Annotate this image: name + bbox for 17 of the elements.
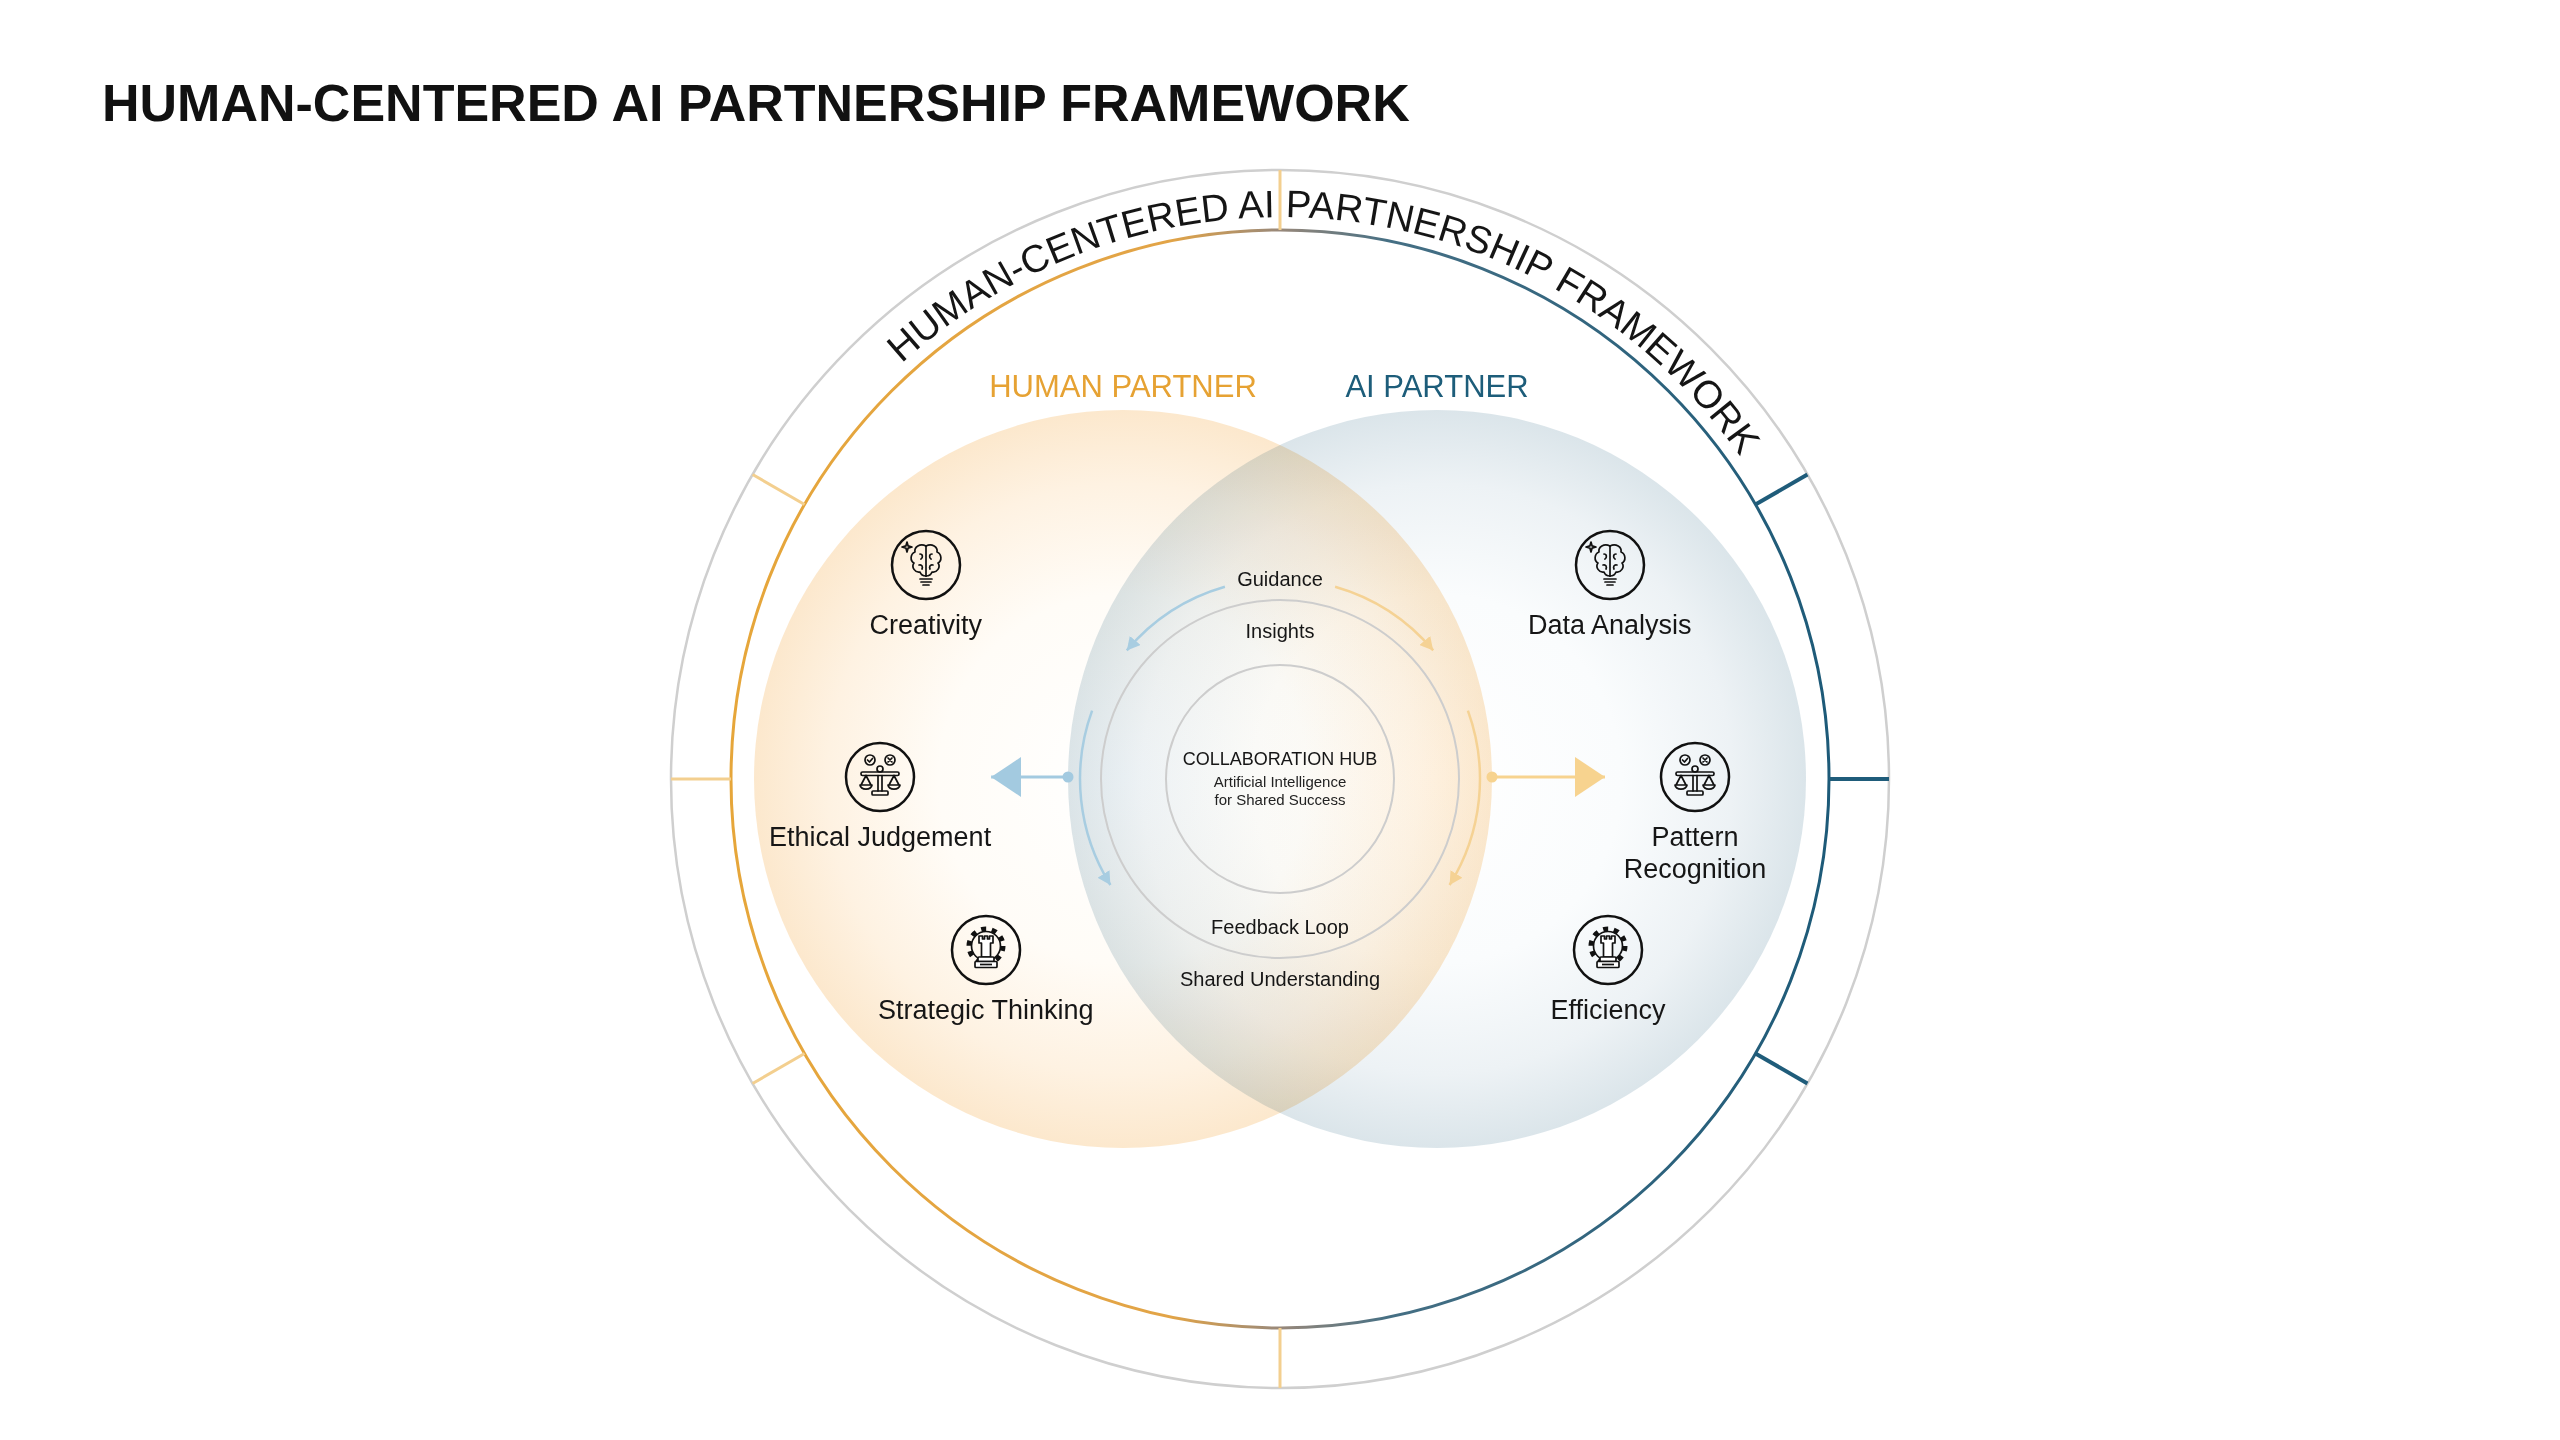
capability-label: Efficiency	[1550, 994, 1666, 1027]
capability-label: Ethical Judgement	[769, 821, 992, 854]
loop-ring	[1100, 599, 1460, 959]
capability-label: Strategic Thinking	[878, 994, 1094, 1027]
connector-arrow	[991, 757, 1074, 797]
hub-circle	[1165, 664, 1395, 894]
capability-label: Pattern Recognition	[1622, 821, 1768, 886]
ring-label: Insights	[1245, 619, 1315, 643]
capability-label: Creativity	[869, 609, 983, 642]
cycle-label: Shared Understanding	[1179, 967, 1381, 991]
capability-label: Data Analysis	[1528, 609, 1692, 642]
hub-subtitle: Artificial Intelligence for Shared Success	[1212, 773, 1348, 810]
cycle-label: Guidance	[1237, 567, 1323, 591]
hub-title: COLLABORATION HUB	[1182, 748, 1378, 771]
page-title: HUMAN-CENTERED AI PARTNERSHIP FRAMEWORK	[102, 73, 1410, 134]
connector-arrow	[1486, 757, 1605, 797]
ring-label: Feedback Loop	[1211, 915, 1349, 939]
